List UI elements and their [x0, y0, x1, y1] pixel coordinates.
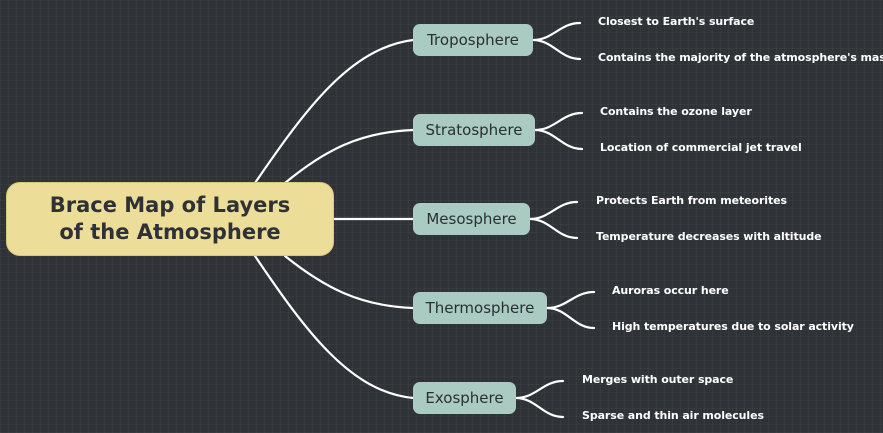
layer-node-troposphere[interactable]: Troposphere: [413, 24, 533, 56]
fact-troposphere-1: Closest to Earth's surface: [598, 15, 755, 28]
brace-exosphere: [514, 379, 565, 419]
fact-exosphere-2: Sparse and thin air molecules: [582, 409, 764, 422]
fact-exosphere-1: Merges with outer space: [582, 373, 734, 386]
connector-root-troposphere: [253, 38, 415, 185]
root-title: Brace Map of Layers of the Atmosphere: [49, 193, 291, 244]
layer-label: Exosphere: [425, 389, 504, 407]
layer-node-mesosphere[interactable]: Mesosphere: [413, 203, 530, 235]
connector-root-exosphere: [253, 254, 415, 400]
layer-node-thermosphere[interactable]: Thermosphere: [413, 292, 547, 324]
layer-node-exosphere[interactable]: Exosphere: [413, 382, 516, 414]
brace-troposphere: [531, 21, 582, 61]
fact-mesosphere-2: Temperature decreases with altitude: [596, 230, 822, 243]
fact-stratosphere-1: Contains the ozone layer: [600, 105, 752, 118]
connector-root-thermosphere: [283, 254, 415, 310]
brace-thermosphere: [545, 290, 596, 330]
fact-thermosphere-2: High temperatures due to solar activity: [612, 320, 854, 333]
layer-label: Mesosphere: [426, 210, 517, 228]
layer-label: Thermosphere: [425, 299, 535, 317]
root-node[interactable]: Brace Map of Layers of the Atmosphere: [6, 182, 334, 256]
layer-label: Troposphere: [427, 31, 519, 49]
fact-stratosphere-2: Location of commercial jet travel: [600, 141, 802, 154]
fact-mesosphere-1: Protects Earth from meteorites: [596, 194, 787, 207]
fact-troposphere-2: Contains the majority of the atmosphere'…: [598, 51, 883, 64]
brace-mesosphere: [528, 200, 579, 240]
connector-root-stratosphere: [283, 128, 415, 185]
layer-node-stratosphere[interactable]: Stratosphere: [413, 114, 535, 146]
layer-label: Stratosphere: [425, 121, 523, 139]
fact-thermosphere-1: Auroras occur here: [612, 284, 729, 297]
brace-stratosphere: [533, 111, 584, 151]
